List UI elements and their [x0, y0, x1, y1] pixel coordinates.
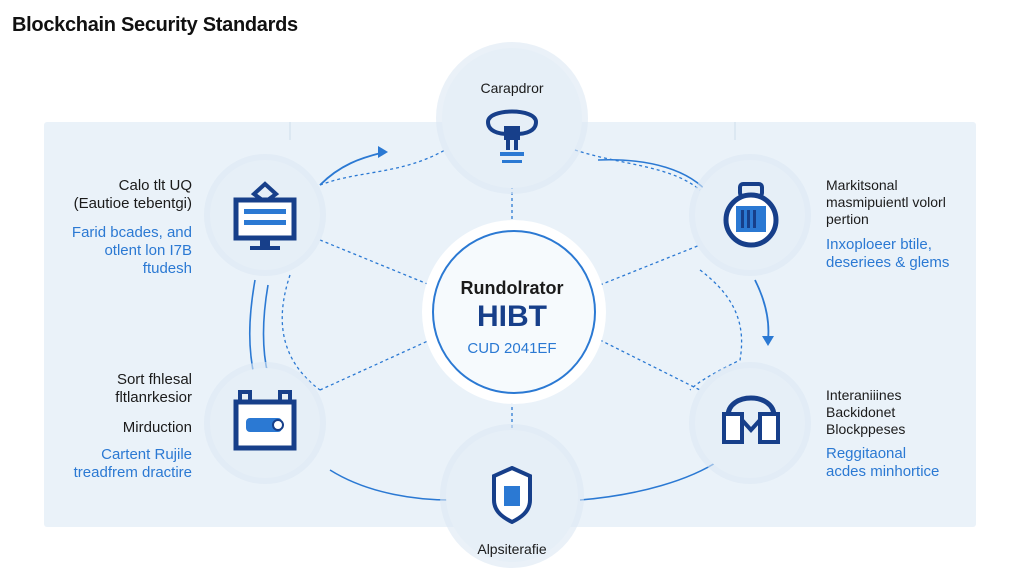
right-top-detail: Inxoploeer btile, deseriees & glems: [826, 236, 949, 272]
detail-line: Inxoploeer btile,: [826, 236, 932, 253]
heading-line: Calo tlt UQ: [118, 177, 192, 194]
center-sub: CUD 2041EF: [467, 340, 557, 357]
heading-line: fltlanrkesior: [115, 389, 192, 406]
shield-icon: [492, 466, 532, 524]
heading-line: Backidonet: [826, 404, 896, 420]
gateway-icon: [485, 109, 539, 163]
heading-line: Interaniiines: [826, 387, 902, 403]
left-top-heading: Calo tlt UQ (Eautioe tebentgi): [74, 177, 192, 213]
vault-icon: [723, 182, 779, 248]
center-node: [432, 230, 596, 394]
left-bottom-heading2: Mirduction: [122, 419, 192, 436]
right-bottom-node: [695, 368, 805, 478]
detail-line: Farid bcades, and: [71, 224, 192, 241]
detail-line: treadfrem dractire: [73, 464, 192, 481]
detail-line: ftudesh: [142, 260, 192, 277]
detail-line: Reggitaonal: [826, 445, 907, 462]
monitor-icon: [233, 181, 297, 250]
left-top-detail: Farid bcades, and otlent lon I7B ftudesh: [72, 224, 192, 278]
detail-line: acdes minhortice: [826, 463, 940, 480]
center-label: Rundolrator: [460, 278, 564, 298]
heading-line: Blockppeses: [826, 421, 906, 437]
right-top-heading: Markitsonal masmipuientl volorl pertion: [826, 177, 946, 228]
right-bottom-detail: Reggitaonal acdes minhortice: [826, 445, 939, 481]
network-icon: [722, 395, 780, 444]
heading-line: Sort fhlesal: [116, 371, 192, 388]
detail-line: deseriees & glems: [826, 254, 950, 271]
bottom-node-label: Alpsiterafie: [477, 541, 547, 557]
center-name: HIBT: [477, 300, 547, 333]
top-node-label: Carapdror: [480, 80, 544, 96]
heading-line: (Eautioe tebentgi): [73, 195, 192, 212]
toolbox-icon: [233, 390, 297, 451]
heading-line: Markitsonal: [826, 177, 898, 193]
left-bottom-detail: Cartent Rujile treadfrem dractire: [74, 446, 192, 482]
detail-line: Cartent Rujile: [101, 446, 192, 463]
heading-line: masmipuientl volorl: [826, 194, 946, 210]
page-title: Blockchain Security Standards: [12, 14, 298, 36]
detail-line: otlent lon I7B: [104, 242, 192, 259]
heading-line: pertion: [826, 211, 869, 227]
left-bottom-heading: Sort fhlesal fltlanrkesior: [115, 371, 192, 407]
right-bottom-heading: Interaniiines Backidonet Blockppeses: [826, 387, 905, 438]
top-node: [442, 48, 582, 188]
